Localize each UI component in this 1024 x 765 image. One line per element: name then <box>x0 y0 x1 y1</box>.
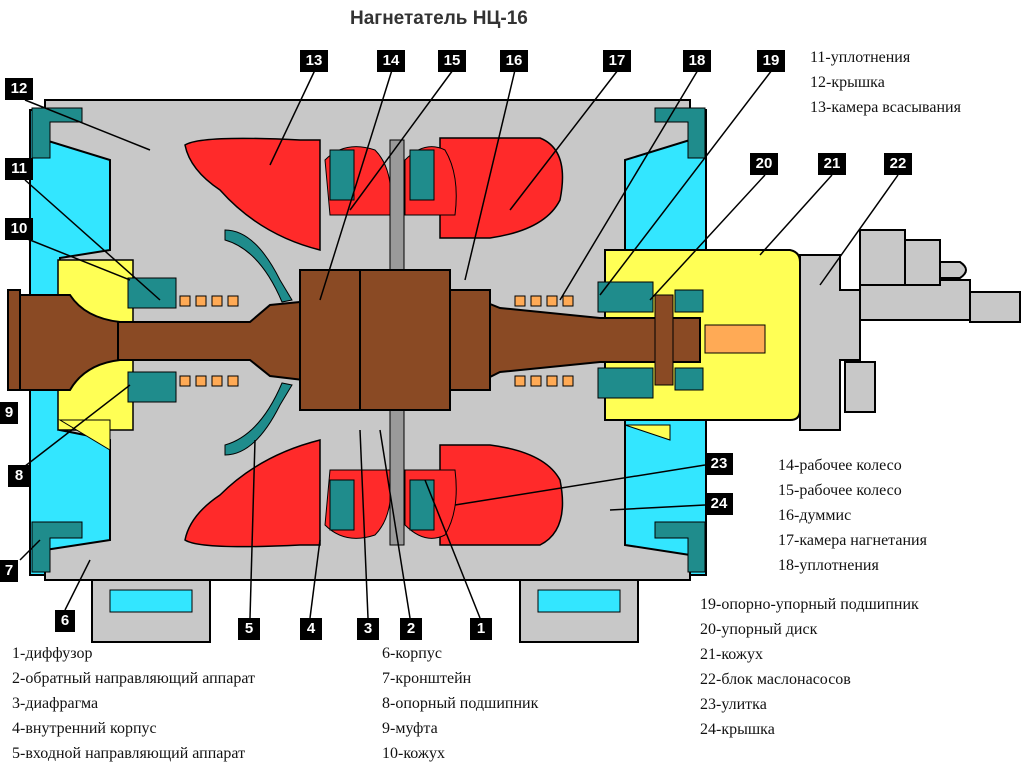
oil-pump-lower <box>844 361 876 413</box>
suction-chamber-top <box>184 137 321 251</box>
legend-item: 22-блок маслонасосов <box>700 671 851 688</box>
callout-13: 13 <box>300 50 328 72</box>
legend-item: 11-уплотнения <box>810 49 911 66</box>
legend-bottom-right: 19-опорно-упорный подшипник 20-упорный д… <box>700 592 919 742</box>
mount-right-cyan <box>537 589 621 613</box>
callout-22: 22 <box>884 153 912 175</box>
hub-2 <box>359 269 451 411</box>
callout-17: 17 <box>603 50 631 72</box>
hub-1 <box>299 269 361 411</box>
legend-item: 17-камера нагнетания <box>778 532 927 549</box>
oil-pump-valve <box>859 229 906 286</box>
return-guide-top <box>329 149 355 201</box>
pump-coupling <box>704 324 766 354</box>
diagram-title: Нагнетатель НЦ-16 <box>350 8 528 29</box>
return-guide-top-2 <box>409 149 435 201</box>
left-bearing-bottom <box>127 371 177 403</box>
legend-item: 9-муфта <box>382 720 438 737</box>
yellow-wedge-right <box>624 424 671 441</box>
inlet-guide-vane-top <box>224 229 293 303</box>
callout-2: 2 <box>400 618 422 640</box>
callout-12: 12 <box>5 78 33 100</box>
legend-item: 5-входной направляющий аппарат <box>12 745 246 762</box>
legend-item: 6-корпус <box>382 645 442 662</box>
callout-9: 9 <box>0 402 18 424</box>
callout-14: 14 <box>377 50 405 72</box>
left-seals <box>179 295 239 387</box>
legend-item: 14-рабочее колесо <box>778 457 902 474</box>
legend-item: 4-внутренний корпус <box>12 720 157 737</box>
oil-pump-outlet <box>969 291 1021 323</box>
leader-lines <box>19 69 899 619</box>
thrust-bearing-2-bottom <box>674 367 704 391</box>
legend-item: 19-опорно-упорный подшипник <box>700 596 919 613</box>
callout-24: 24 <box>705 493 733 515</box>
legend-item: 3-диафрагма <box>12 695 99 712</box>
callout-7: 7 <box>0 560 18 582</box>
thrust-disk <box>654 294 674 386</box>
bracket-bottom-right <box>654 521 706 573</box>
callout-10: 10 <box>5 218 33 240</box>
oil-pump-nozzle <box>939 261 967 279</box>
legend-bottom-mid: 6-корпус 7-кронштейн 8-опорный подшипник… <box>382 641 538 765</box>
right-seals <box>514 295 574 387</box>
legend-item: 13-камера всасывания <box>810 99 961 116</box>
legend-item: 7-кронштейн <box>382 670 472 687</box>
legend-item: 2-обратный направляющий аппарат <box>12 670 256 687</box>
suction-chamber-bottom <box>184 439 321 548</box>
mount-left-cyan <box>109 589 193 613</box>
callout-18: 18 <box>683 50 711 72</box>
legend-item: 18-уплотнения <box>778 557 879 574</box>
discharge-chamber-top <box>439 137 564 239</box>
return-guide-bottom <box>329 479 355 531</box>
callout-15: 15 <box>438 50 466 72</box>
callout-11: 11 <box>5 158 33 180</box>
bracket-bottom-left <box>31 521 83 573</box>
callout-3: 3 <box>357 618 379 640</box>
legend-item: 16-думмис <box>778 507 852 524</box>
return-guide-bottom-2 <box>409 479 435 531</box>
oil-pump-block <box>799 254 861 431</box>
callout-5: 5 <box>238 618 260 640</box>
legend-item: 15-рабочее колесо <box>778 482 902 499</box>
discharge-chamber-bottom <box>439 444 564 546</box>
callout-16: 16 <box>500 50 528 72</box>
legend-item: 21-кожух <box>700 646 763 663</box>
legend-item: 12-крышка <box>810 74 885 91</box>
callout-6: 6 <box>55 610 75 632</box>
legend-top-right: 11-уплотнения 12-крышка 13-камера всасыв… <box>810 45 961 120</box>
callout-4: 4 <box>300 618 322 640</box>
legend-bottom-left: 1-диффузор 2-обратный направляющий аппар… <box>12 641 255 765</box>
callout-8: 8 <box>8 465 30 487</box>
callout-23: 23 <box>705 453 733 475</box>
legend-item: 10-кожух <box>382 745 445 762</box>
callout-19: 19 <box>757 50 785 72</box>
legend-item: 23-улитка <box>700 696 767 713</box>
oil-pump-valve2 <box>904 239 941 286</box>
legend-mid-right: 14-рабочее колесо 15-рабочее колесо 16-д… <box>778 453 927 578</box>
legend-item: 20-упорный диск <box>700 621 818 638</box>
callout-21: 21 <box>818 153 846 175</box>
inlet-guide-vane-bottom <box>224 382 293 456</box>
thrust-bearing-bottom <box>597 367 654 399</box>
legend-item: 8-опорный подшипник <box>382 695 539 712</box>
thrust-bearing-2-top <box>674 289 704 313</box>
legend-item: 1-диффузор <box>12 645 93 662</box>
coupling-flange <box>7 289 21 391</box>
callout-1: 1 <box>470 618 492 640</box>
dummy-piston <box>449 289 491 391</box>
legend-item: 24-крышка <box>700 721 775 738</box>
callout-20: 20 <box>750 153 778 175</box>
